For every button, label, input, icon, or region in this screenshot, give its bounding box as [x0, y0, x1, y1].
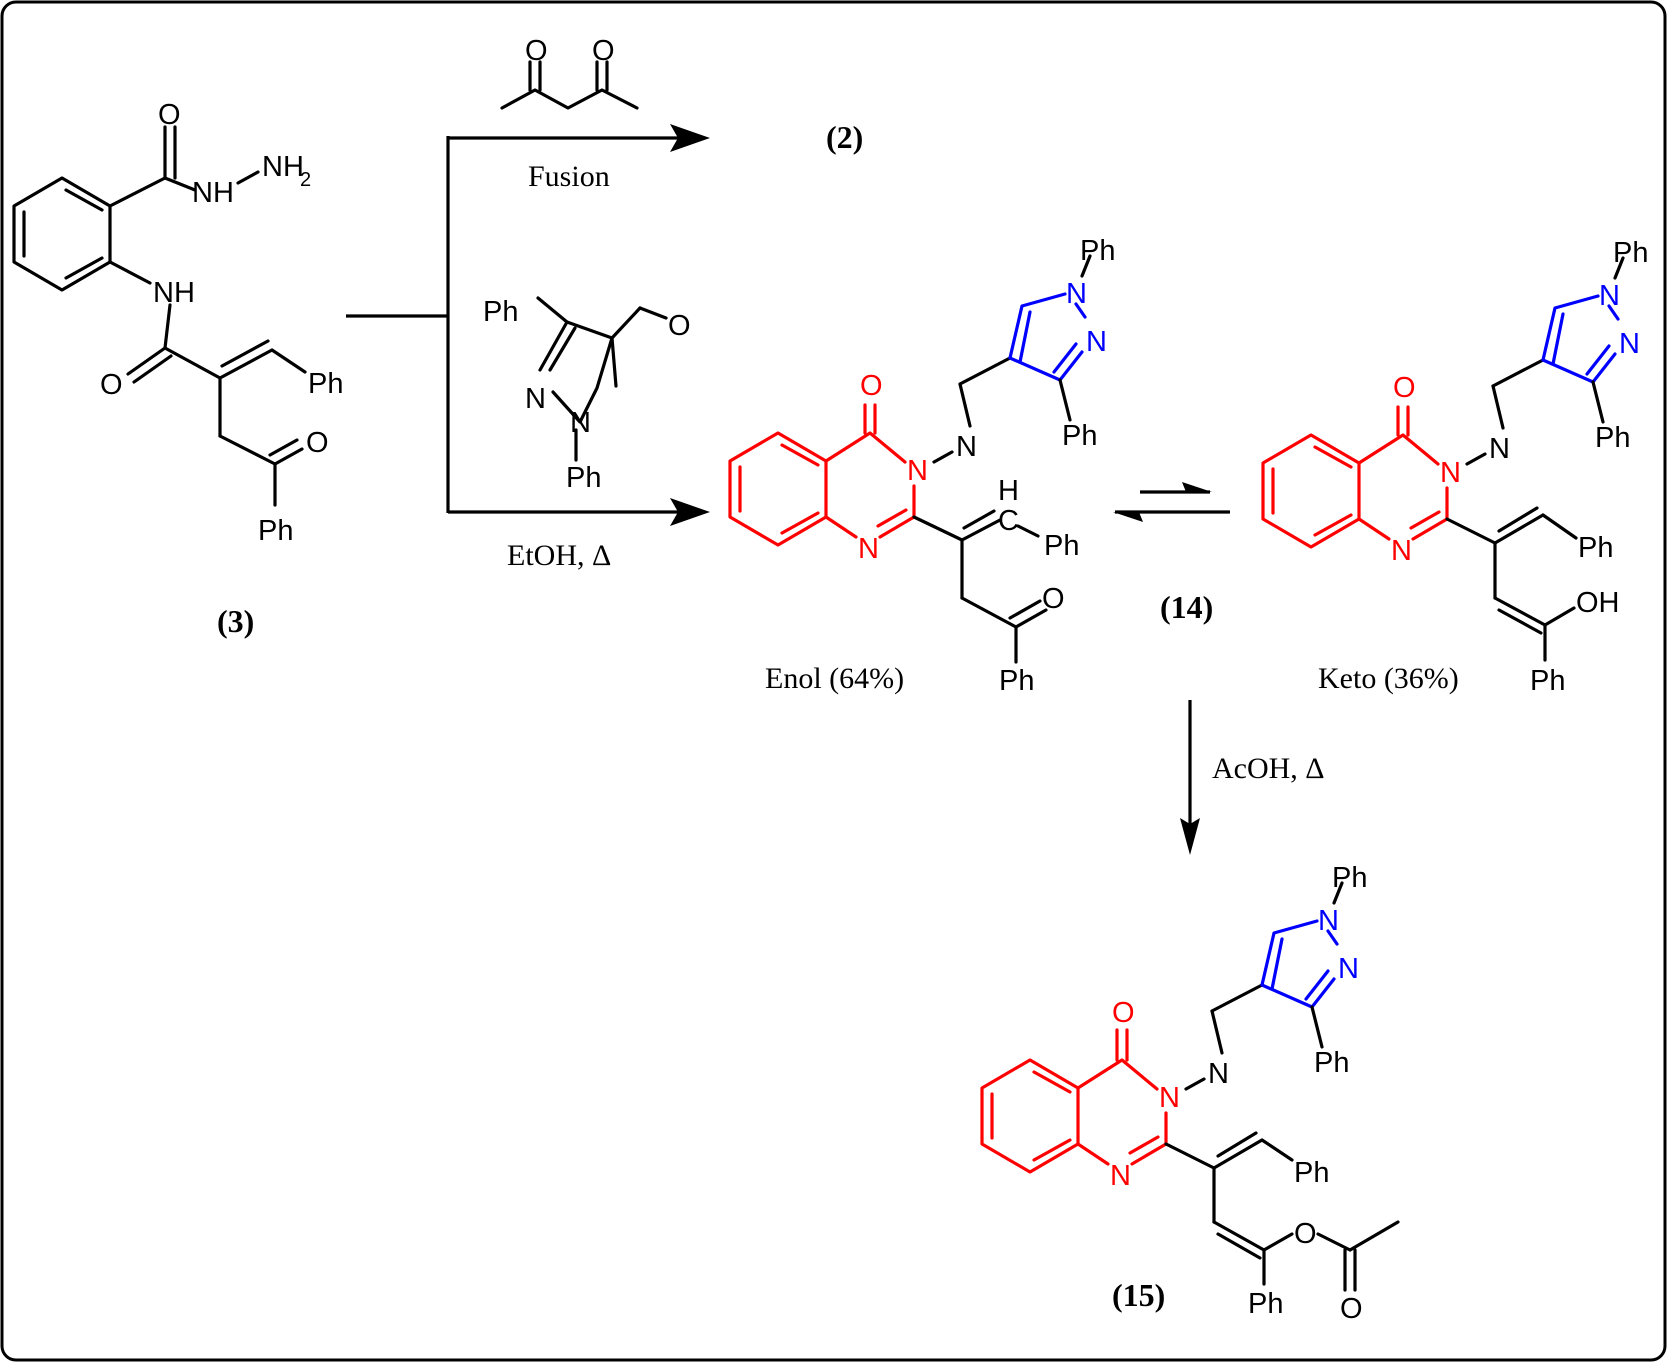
atom-o: O — [860, 370, 883, 402]
atom-o: O — [1393, 372, 1416, 404]
atom-ph: Ph — [1062, 420, 1097, 452]
atom-subscript-2: 2 — [300, 169, 311, 191]
atom-o: O — [668, 310, 691, 342]
atom-ph: Ph — [1578, 532, 1613, 564]
atom-n: N — [1599, 280, 1620, 312]
compound-14-enol-structure — [728, 254, 1092, 664]
atom-ph: Ph — [1314, 1047, 1349, 1079]
atom-c-label: C — [998, 505, 1019, 537]
atom-ph: Ph — [1613, 237, 1648, 269]
atom-n: N — [1159, 1082, 1180, 1114]
compound-14-label: (14) — [1160, 589, 1213, 625]
atom-nh2: NH — [262, 151, 304, 183]
atom-n: N — [1318, 905, 1339, 937]
atom-ph: Ph — [1332, 862, 1367, 894]
atom-ph: Ph — [308, 368, 343, 400]
compound-14-enol-atom-labels: O N N N N N Ph Ph H C Ph O Ph — [858, 235, 1115, 697]
atom-ph: Ph — [999, 665, 1034, 697]
pyrazole-aldehyde-structure: Ph O N N Ph — [483, 296, 691, 494]
enol-percentage: Enol (64%) — [765, 662, 904, 695]
atom-n: N — [956, 431, 977, 463]
reaction-arrows — [346, 124, 710, 526]
atom-o: O — [525, 35, 548, 67]
compound-15-label: (15) — [1112, 1277, 1165, 1313]
atom-o: O — [1112, 997, 1135, 1029]
atom-o: O — [1294, 1218, 1317, 1250]
keto-percentage: Keto (36%) — [1318, 662, 1459, 695]
atom-ph: Ph — [566, 462, 601, 494]
compound-15-structure — [980, 881, 1400, 1292]
atom-oh: OH — [1576, 587, 1620, 619]
atom-n: N — [1489, 433, 1510, 465]
compound-14-keto-structure — [1261, 256, 1625, 662]
condition-ethanol-reflux: EtOH, Δ — [507, 539, 611, 572]
atom-o: O — [306, 427, 329, 459]
atom-ph: Ph — [1044, 530, 1079, 562]
equilibrium-arrows — [1113, 482, 1230, 522]
atom-nh: NH — [153, 277, 195, 309]
atom-n: N — [1391, 535, 1412, 567]
atom-ph: Ph — [1080, 235, 1115, 267]
atom-n: N — [1208, 1058, 1229, 1090]
atom-ph: Ph — [1294, 1157, 1329, 1189]
atom-o: O — [100, 369, 123, 401]
atom-ph: Ph — [1595, 422, 1630, 454]
atom-n: N — [1110, 1160, 1131, 1192]
acetic-acid-arrow — [1180, 700, 1200, 855]
atom-o: O — [592, 35, 615, 67]
condition-acetic-acid-reflux: AcOH, Δ — [1212, 752, 1325, 785]
atom-o: O — [1340, 1293, 1363, 1325]
compound-3-label: (3) — [217, 603, 254, 639]
atom-n: N — [1066, 278, 1087, 310]
atom-ph: Ph — [258, 515, 293, 547]
atom-n: N — [1440, 457, 1461, 489]
compound-15-atom-labels: O N N N N N Ph Ph Ph O O Ph — [1110, 862, 1367, 1325]
atom-n: N — [858, 533, 879, 565]
atom-o: O — [158, 99, 181, 131]
atom-n: N — [1338, 953, 1359, 985]
atom-n: N — [1086, 326, 1107, 358]
atom-n: N — [907, 455, 928, 487]
atom-ph: Ph — [483, 296, 518, 328]
atom-n: N — [1619, 328, 1640, 360]
atom-n: N — [525, 383, 546, 415]
compound-2-label: (2) — [826, 119, 863, 155]
compound-14-keto-atom-labels: O N N N N N Ph Ph Ph OH Ph — [1391, 237, 1648, 697]
condition-fusion: Fusion — [528, 160, 610, 193]
atom-o: O — [1042, 583, 1065, 615]
compound-3-atom-labels: O NH NH 2 NH O Ph O Ph — [100, 99, 343, 547]
atom-ph: Ph — [1248, 1288, 1283, 1320]
acetylacetone-structure: O O — [500, 35, 639, 110]
atom-ph: Ph — [1530, 665, 1565, 697]
compound-3-structure — [12, 125, 307, 507]
atom-nh: NH — [192, 177, 234, 209]
atom-n: N — [570, 407, 591, 439]
atom-h: H — [998, 475, 1019, 507]
